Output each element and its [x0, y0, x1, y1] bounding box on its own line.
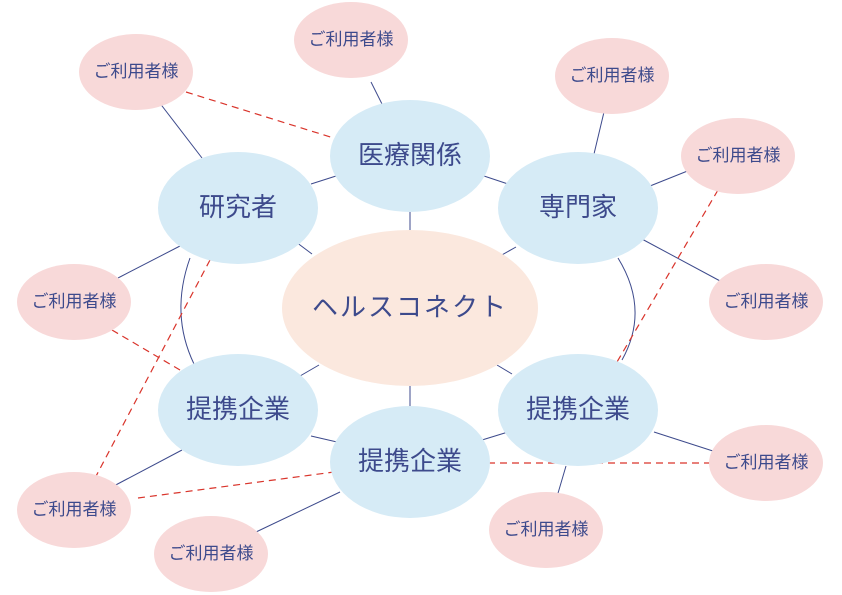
connector-researcher-medical — [310, 175, 337, 185]
user-node-right-upper-shape — [681, 118, 795, 194]
user-node-left-lower-shape — [17, 472, 131, 548]
connector-partnerbottom-partnerright — [481, 431, 509, 441]
hub-expert: 専門家 — [498, 152, 658, 264]
user-node-top-left: ご利用者様 — [79, 34, 193, 110]
user-node-bottom-center-shape — [489, 492, 603, 568]
user-node-top: ご利用者様 — [294, 2, 408, 78]
user-node-top-shape — [294, 2, 408, 78]
hub-researcher: 研究者 — [158, 152, 318, 264]
connector-expert-user-rightupper — [649, 169, 691, 187]
center-node-label: ヘルスコネクト — [312, 293, 508, 323]
user-node-top-left-label: ご利用者様 — [94, 62, 179, 82]
user-node-right-upper: ご利用者様 — [681, 118, 795, 194]
hub-partner-bottom-label: 提携企業 — [358, 447, 462, 477]
hub-expert-label: 専門家 — [539, 193, 617, 223]
connector-expert-partnerright-arc — [617, 257, 636, 361]
user-node-bottom-center-label: ご利用者様 — [504, 520, 589, 540]
user-node-right-middle-label: ご利用者様 — [724, 292, 809, 312]
dashed-researcher-user-bottomleft — [93, 259, 211, 481]
hub-partner-bottom: 提携企業 — [330, 406, 490, 518]
dashed-user-rightupper-partnerright — [616, 189, 719, 363]
dashed-user-bottomleft-partnerbottom — [137, 471, 335, 499]
connector-center-partner-left — [299, 364, 320, 377]
dashed-user-topleft-medical — [185, 91, 341, 141]
center-node: ヘルスコネクト — [282, 230, 538, 386]
user-node-top-right-label: ご利用者様 — [570, 66, 655, 86]
user-node-left-middle: ご利用者様 — [17, 264, 131, 340]
user-node-left-lower-label: ご利用者様 — [32, 500, 117, 520]
dashed-user-leftmiddle-partnerleft — [111, 329, 181, 371]
user-node-bottom-left-shape — [154, 516, 268, 592]
connector-expert-user-topright — [593, 111, 605, 155]
connector-partnerleft-user-bottomleft — [109, 449, 183, 489]
connector-researcher-user-leftmiddle — [117, 245, 181, 279]
hub-partner-left-shape — [158, 354, 318, 466]
connector-researcher-user-topleft — [158, 101, 203, 159]
hub-medical-label: 医療関係 — [358, 141, 462, 171]
center-node-shape — [282, 230, 538, 386]
user-node-top-right-shape — [555, 38, 669, 114]
hub-expert-shape — [498, 152, 658, 264]
connector-researcher-partnerleft-arc — [180, 257, 195, 365]
hub-partner-left: 提携企業 — [158, 354, 318, 466]
user-node-left-middle-shape — [17, 264, 131, 340]
user-node-right-upper-label: ご利用者様 — [696, 146, 781, 166]
hub-partner-right-shape — [498, 354, 658, 466]
user-node-top-label: ご利用者様 — [309, 30, 394, 50]
user-node-bottom-center: ご利用者様 — [489, 492, 603, 568]
user-node-right-lower-shape — [709, 425, 823, 501]
hub-researcher-label: 研究者 — [199, 193, 277, 223]
connector-partnerbottom-user-bottomcenter — [255, 491, 341, 533]
hub-partner-right-label: 提携企業 — [526, 395, 630, 425]
connectors — [93, 81, 723, 533]
hub-medical: 医療関係 — [330, 100, 490, 212]
connector-medical-user-top — [370, 81, 383, 105]
hub-partner-bottom-shape — [330, 406, 490, 518]
user-node-bottom-left: ご利用者様 — [154, 516, 268, 592]
user-node-bottom-left-label: ご利用者様 — [169, 544, 254, 564]
user-node-top-right: ご利用者様 — [555, 38, 669, 114]
user-node-right-lower: ご利用者様 — [709, 425, 823, 501]
user-node-top-left-shape — [79, 34, 193, 110]
hub-researcher-shape — [158, 152, 318, 264]
user-node-right-lower-label: ご利用者様 — [724, 453, 809, 473]
user-node-right-middle-shape — [709, 264, 823, 340]
connector-partnerright-user-rightlower — [653, 431, 717, 453]
connector-medical-expert — [483, 175, 509, 185]
user-node-right-middle: ご利用者様 — [709, 264, 823, 340]
user-node-left-lower: ご利用者様 — [17, 472, 131, 548]
hub-partner-left-label: 提携企業 — [186, 395, 290, 425]
connector-center-partner-right — [496, 364, 513, 375]
hub-partner-right: 提携企業 — [498, 354, 658, 466]
user-node-left-middle-label: ご利用者様 — [32, 292, 117, 312]
connector-expert-user-rightmiddle — [639, 237, 723, 283]
connector-partnerleft-partnerbottom — [310, 435, 338, 443]
hub-medical-shape — [330, 100, 490, 212]
